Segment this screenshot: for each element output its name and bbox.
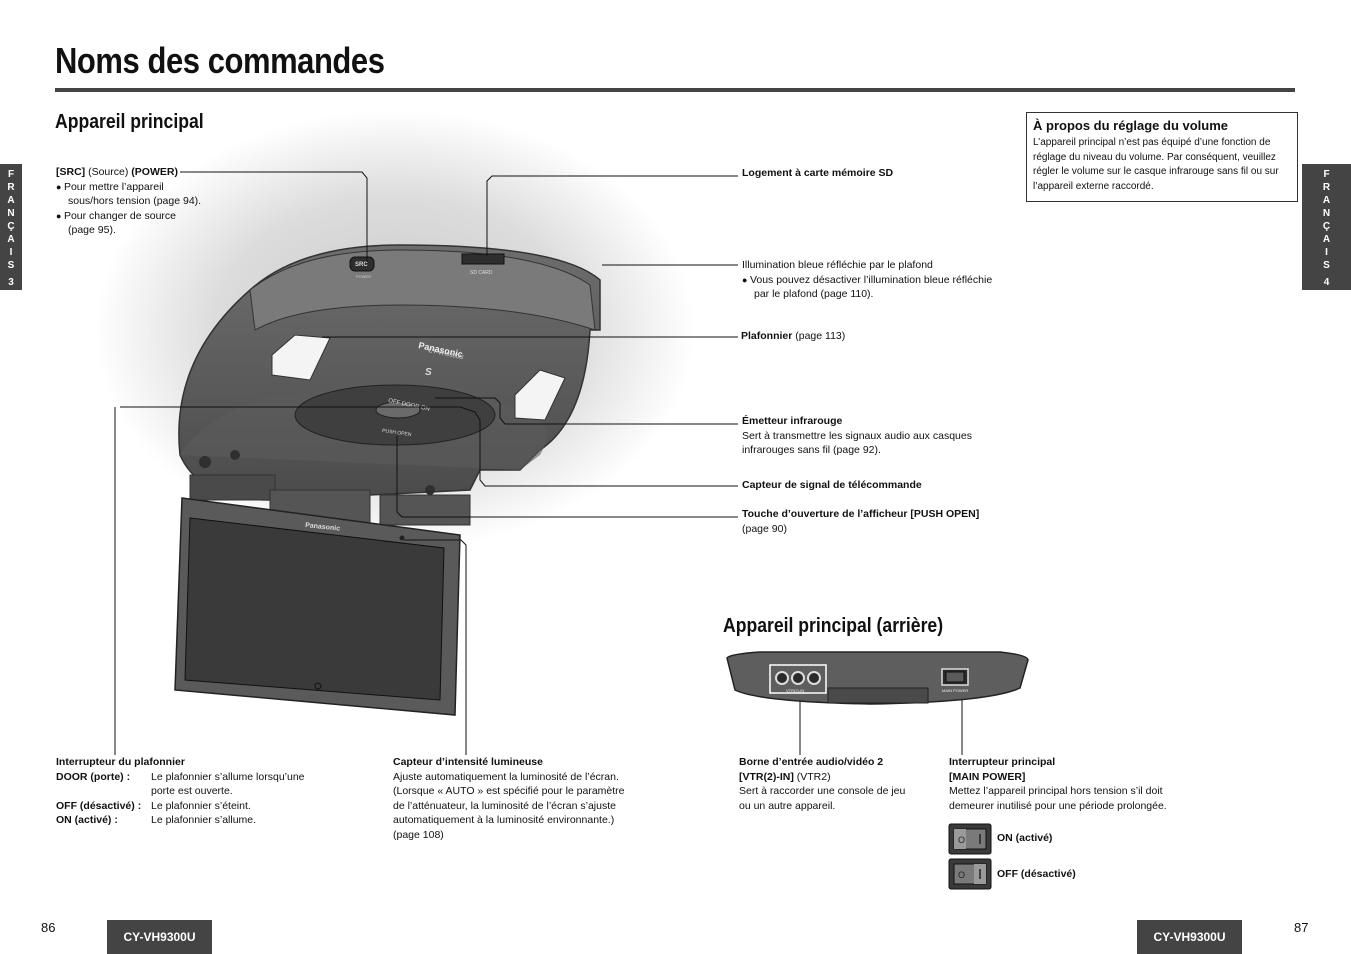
src-label-block: [SRC] (Source) (POWER) Pour mettre l’app…	[56, 165, 236, 238]
av-input-label-block: Borne d’entrée audio/vidéo 2 [VTR(2)-IN]…	[739, 756, 906, 812]
illumination-label-block: Illumination bleue réfléchie par le plaf…	[742, 258, 1002, 302]
switch-on-label: ON (activé)	[997, 832, 1053, 844]
device-sd-logo: S	[425, 367, 432, 378]
page-title: Noms des commandes	[55, 40, 385, 81]
rear-vtr-label: VTR(2)-IN	[786, 688, 804, 693]
model-badge-left: CY-VH9300U	[107, 920, 212, 954]
page-number-left: 86	[41, 920, 56, 935]
device-power-label: POWER	[356, 274, 371, 279]
switch-on-icon: O	[948, 823, 992, 855]
remote-sensor-label: Capteur de signal de télécommande	[742, 479, 922, 491]
device-pushopen-label: PUSH OPEN	[382, 428, 412, 438]
device-brand-display: Panasonic	[305, 522, 341, 533]
rear-mainpower-label: MAIN POWER	[942, 688, 968, 693]
section-rear-heading: Appareil principal (arrière)	[723, 615, 944, 637]
section-main-heading: Appareil principal	[55, 111, 204, 133]
volume-note-title: À propos du réglage du volume	[1033, 118, 1229, 133]
svg-text:O: O	[958, 870, 965, 880]
main-power-label-block: Interrupteur principal [MAIN POWER] Mett…	[949, 756, 1167, 812]
light-sensor-label-block: Capteur d’intensité lumineuse Ajuste aut…	[393, 756, 625, 841]
volume-note-box: À propos du réglage du volume L’appareil…	[1026, 112, 1298, 202]
page-number-right: 87	[1294, 920, 1309, 935]
dome-light-label: Plafonnier (page 113)	[741, 330, 846, 342]
device-sd-label: SD CARD	[470, 270, 493, 276]
ir-emitter-label-block: Émetteur infrarouge Sert à transmettre l…	[742, 415, 972, 456]
title-rule	[55, 88, 1295, 92]
push-open-label-block: Touche d’ouverture de l’afficheur [PUSH …	[742, 508, 980, 535]
device-src-label: SRC	[355, 262, 368, 268]
svg-text:O: O	[958, 835, 965, 845]
switch-off-label: OFF (désactivé)	[997, 868, 1076, 880]
dome-switch-label-block: Interrupteur du plafonnier DOOR (porte) …	[56, 756, 305, 826]
model-badge-right: CY-VH9300U	[1137, 920, 1242, 954]
volume-note-body: L’appareil principal n’est pas équipé d’…	[1033, 137, 1279, 192]
switch-off-icon: O	[948, 858, 992, 890]
sd-slot-label: Logement à carte mémoire SD	[742, 167, 894, 179]
